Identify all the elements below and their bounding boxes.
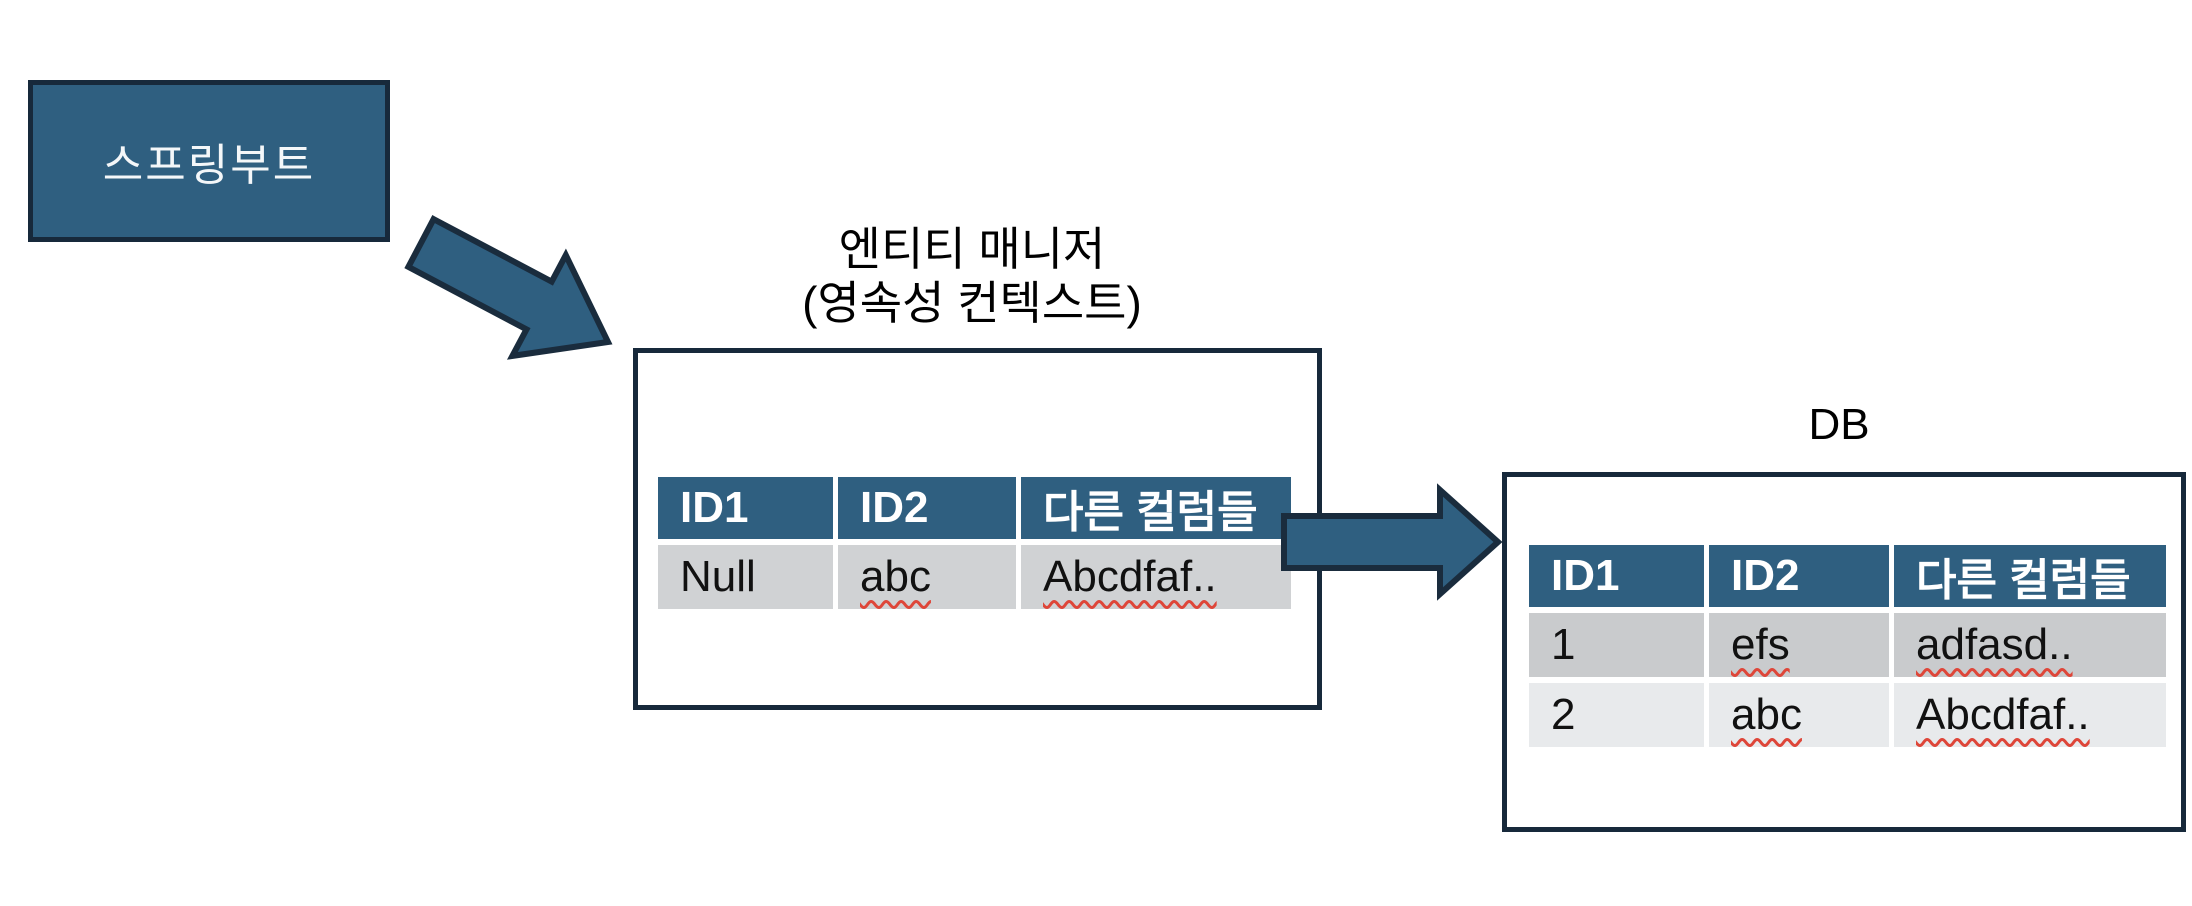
db-header-id2: ID2 xyxy=(1709,545,1889,607)
db-row1-other: adfasd.. xyxy=(1894,613,2166,677)
em-cell-other-text: Abcdfaf.. xyxy=(1043,552,1217,601)
db-table: ID1 ID2 다른 컬럼들 1 efs adfasd.. 2 abc Abcd… xyxy=(1529,545,2166,747)
springboot-label: 스프링부트 xyxy=(102,141,316,190)
db-row2-id1-text: 2 xyxy=(1551,690,1576,739)
em-header-id1: ID1 xyxy=(658,477,833,539)
db-header-id1: ID1 xyxy=(1529,545,1704,607)
db-row2-id1: 2 xyxy=(1529,683,1704,747)
em-header-id2: ID2 xyxy=(838,477,1016,539)
db-row1-other-text: adfasd.. xyxy=(1916,620,2073,669)
entity-manager-table: ID1 ID2 다른 컬럼들 Null abc Abcdfaf.. xyxy=(658,477,1291,609)
em-cell-id2: abc xyxy=(838,545,1016,609)
db-row1-id2: efs xyxy=(1709,613,1889,677)
db-row1-id1-text: 1 xyxy=(1551,620,1576,669)
em-header-other-columns: 다른 컬럼들 xyxy=(1021,477,1291,539)
diagonal-arrow-icon xyxy=(404,215,613,360)
db-row2-id2: abc xyxy=(1709,683,1889,747)
db-row2-id2-text: abc xyxy=(1731,690,1802,739)
db-header-other-columns: 다른 컬럼들 xyxy=(1894,545,2166,607)
db-title: DB xyxy=(1808,400,1870,449)
em-cell-id1: Null xyxy=(658,545,833,609)
entity-manager-title-line2: (영속성 컨텍스트) xyxy=(802,277,1142,329)
springboot-box: 스프링부트 xyxy=(28,80,390,242)
db-row1-id2-text: efs xyxy=(1731,620,1790,669)
db-row1-id1: 1 xyxy=(1529,613,1704,677)
em-cell-other: Abcdfaf.. xyxy=(1021,545,1291,609)
db-row2-other-text: Abcdfaf.. xyxy=(1916,690,2090,739)
em-cell-id2-text: abc xyxy=(860,552,931,601)
entity-manager-title-line1: 엔티티 매니저 xyxy=(838,223,1106,275)
db-row2-other: Abcdfaf.. xyxy=(1894,683,2166,747)
em-cell-id1-text: Null xyxy=(680,552,756,601)
entity-manager-title: 엔티티 매니저 (영속성 컨텍스트) xyxy=(672,222,1272,330)
